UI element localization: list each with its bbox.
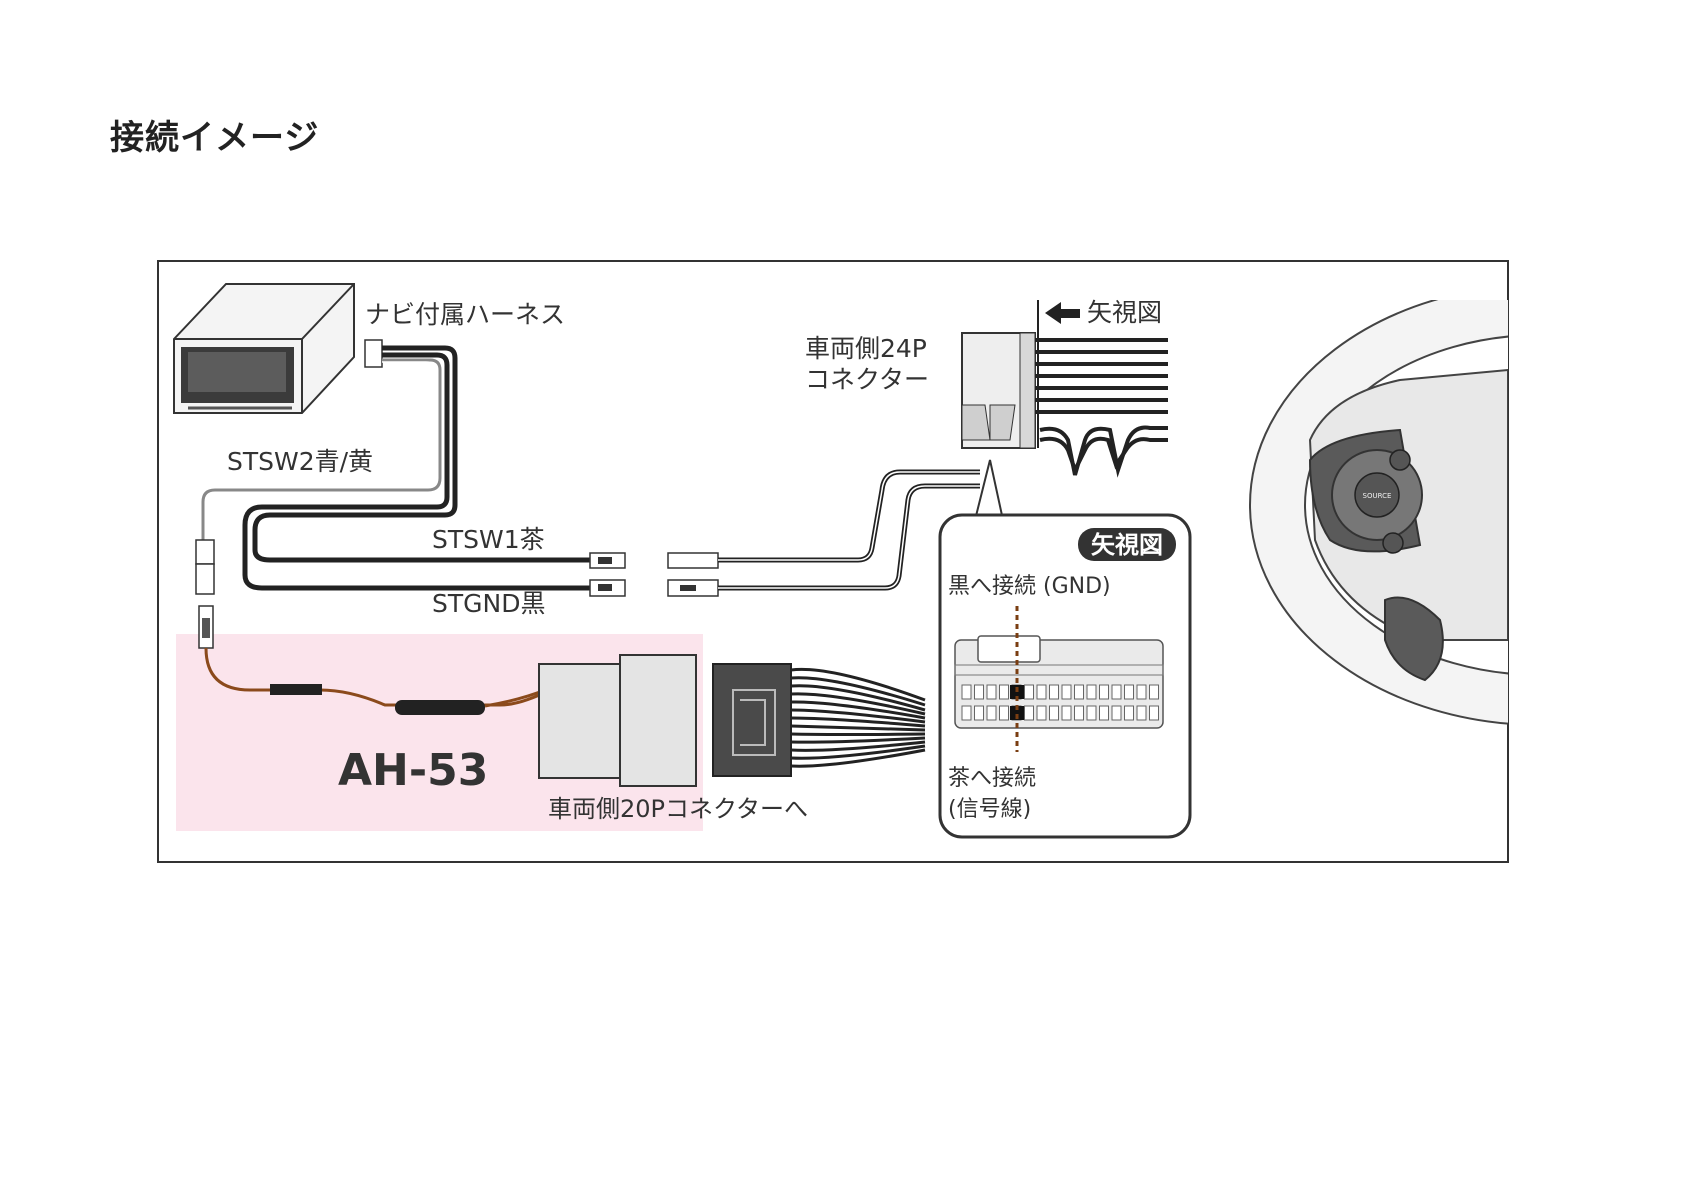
- inset-pin: [1036, 705, 1047, 721]
- inset-pin: [1149, 705, 1159, 721]
- inset-title: 矢視図: [1091, 531, 1163, 559]
- inset-pin: [1036, 684, 1047, 700]
- inset-pin: [1061, 684, 1072, 700]
- vehicle-20p-label: 車両側20Pコネクターへ: [548, 795, 808, 823]
- inset-pin: [999, 684, 1009, 700]
- inset-pin: [1061, 705, 1072, 721]
- inset-callout-pointer: [974, 459, 1004, 521]
- inset-pin: [1024, 684, 1034, 700]
- inset-pin: [1049, 705, 1059, 721]
- inset-pin: [1099, 705, 1109, 721]
- inset-view-box: [938, 513, 1192, 839]
- vehicle-24p-label-line1: 車両側24P: [805, 334, 927, 363]
- steering-wheel: [1249, 300, 1508, 725]
- stsw1-stgnd-connectors: [589, 552, 719, 597]
- stsw2-label: STSW2青/黄: [227, 447, 373, 476]
- inset-pin: [1099, 684, 1109, 700]
- steering-source-label: SOURCE: [1363, 492, 1392, 500]
- stgnd-label: STGND黒: [432, 589, 545, 618]
- inset-pin: [961, 705, 972, 721]
- inset-pin: [1074, 705, 1084, 721]
- nav-connector: [364, 339, 383, 368]
- inset-pin: [1149, 684, 1159, 700]
- inset-pin: [1136, 705, 1147, 721]
- brown-connect-label-line1: 茶へ接続: [948, 766, 1036, 791]
- inset-pin: [986, 705, 997, 721]
- nav-harness-wires: [198, 345, 596, 591]
- vehicle-24p-label-line2: コネクター: [805, 365, 929, 394]
- page-title: 接続イメージ: [110, 118, 320, 158]
- product-label: AH-53: [338, 745, 488, 796]
- inset-pin: [1024, 705, 1034, 721]
- inset-pin: [1074, 684, 1084, 700]
- inset-pin: [961, 684, 972, 700]
- inset-pin: [1111, 684, 1122, 700]
- view-arrow-label: 矢視図: [1087, 298, 1162, 327]
- nav-harness-label: ナビ付属ハーネス: [365, 300, 565, 329]
- inset-pin: [986, 684, 997, 700]
- brown-connect-label-line2: (信号線): [948, 797, 1031, 822]
- inset-pin: [1086, 705, 1097, 721]
- stsw1-label: STSW1茶: [432, 525, 545, 554]
- vehicle-20p-connector: [712, 663, 792, 777]
- inset-pin: [999, 705, 1009, 721]
- navigation-unit: [173, 283, 355, 414]
- stsw2-connector: [195, 539, 215, 649]
- ah53-20p-connector: [538, 654, 697, 787]
- inset-pin: [1049, 684, 1059, 700]
- inset-pins: [961, 684, 1159, 721]
- inset-pin: [974, 684, 984, 700]
- vehicle-24p-connector: [961, 300, 1039, 449]
- vehicle-24p-wires: [1035, 338, 1168, 478]
- black-connect-label: 黒へ接続 (GND): [948, 574, 1111, 599]
- inset-pin: [974, 705, 984, 721]
- inset-pin: [1086, 684, 1097, 700]
- inset-pin: [1124, 705, 1134, 721]
- view-direction-arrow: [1045, 302, 1080, 324]
- inset-pin: [1111, 705, 1122, 721]
- inset-pin: [1124, 684, 1134, 700]
- ah53-wire: [204, 647, 551, 715]
- vehicle-20p-wires: [790, 667, 926, 768]
- inset-pin: [1136, 684, 1147, 700]
